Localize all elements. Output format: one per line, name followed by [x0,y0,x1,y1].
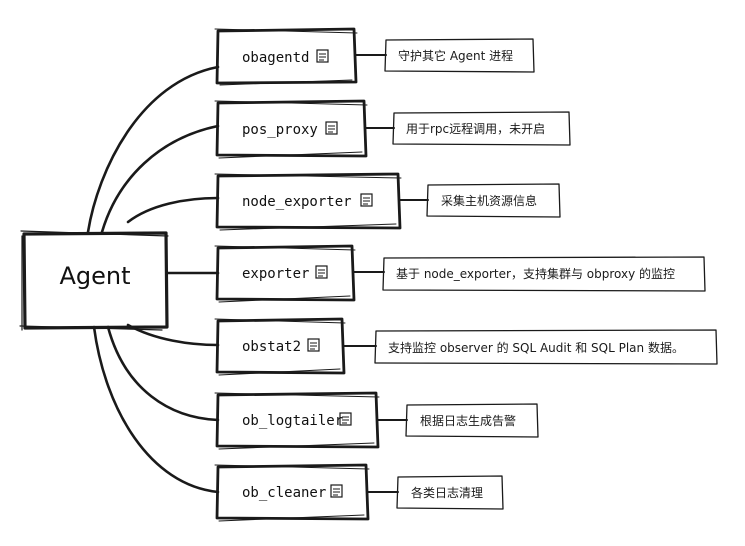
desc-box [392,111,571,146]
desc-label: 支持监控 observer 的 SQL Audit 和 SQL Plan 数据。 [388,340,684,355]
node-label: obstat2 [242,339,301,355]
node-box-sketch [214,100,368,159]
note-icon [307,338,320,352]
connector-node-exporter [126,196,220,224]
branch-obagentd: obagentd 守护其它 Agent 进程 [214,27,535,86]
desc-box [382,256,706,292]
desc-label: 基于 node_exporter，支持集群与 obproxy 的监控 [396,266,675,281]
note-icon [316,49,329,63]
connector-ob-cleaner [92,325,220,494]
node-box-sketch [214,464,370,522]
note-icon [360,193,373,207]
node-box-sketch [214,245,356,303]
desc-label: 采集主机资源信息 [441,193,537,208]
node-box-sketch [214,318,346,376]
branch-obstat2: obstat2 支持监控 observer 的 SQL Audit 和 SQL … [214,317,718,376]
desc-label: 守护其它 Agent 进程 [398,48,513,63]
connector-pos-proxy [100,124,220,234]
node-label: ob_cleaner [242,485,326,501]
root-node-label: Agent [59,262,130,290]
node-box [215,27,358,85]
node-label: ob_logtailer [242,413,343,429]
branch-ob-logtailer: ob_logtailer 根据日志生成告警 [214,391,539,450]
node-label: pos_proxy [242,122,318,138]
note-icon [339,412,352,426]
node-box [215,244,356,302]
node-box [215,391,380,449]
desc-box [384,38,535,73]
branch-exporter: exporter 基于 node_exporter，支持集群与 obproxy … [214,244,706,303]
node-label: obagentd [242,50,309,66]
desc-box [396,475,504,510]
node-box-sketch [214,173,402,231]
node-box [215,172,402,230]
connector-ob-logtailer [106,325,220,422]
node-box-sketch [214,392,380,450]
connector-obagentd [86,65,220,234]
note-icon [325,121,338,135]
note-icon [330,484,343,498]
desc-label: 各类日志清理 [411,485,483,500]
node-box-sketch [214,28,358,86]
branch-ob-cleaner: ob_cleaner 各类日志清理 [214,463,504,522]
node-box [215,317,346,375]
branch-node-exporter: node_exporter 采集主机资源信息 [214,172,561,231]
node-box [215,463,370,521]
node-label: exporter [242,266,309,282]
desc-box [405,403,539,438]
branches: obagentd 守护其它 Agent 进程 pos_proxy [214,27,718,522]
branch-pos-proxy: pos_proxy 用于rpc远程调用，未开启 [214,99,571,159]
desc-label: 用于rpc远程调用，未开启 [406,121,545,136]
root-node: Agent [19,230,169,331]
root-connectors [86,65,220,494]
desc-label: 根据日志生成告警 [420,413,516,428]
desc-box [374,329,718,365]
root-node-box-sketch [19,230,169,331]
note-icon [315,265,328,279]
node-box [215,99,368,158]
root-node-box [22,231,169,330]
node-label: node_exporter [242,194,352,210]
desc-box [426,183,561,218]
